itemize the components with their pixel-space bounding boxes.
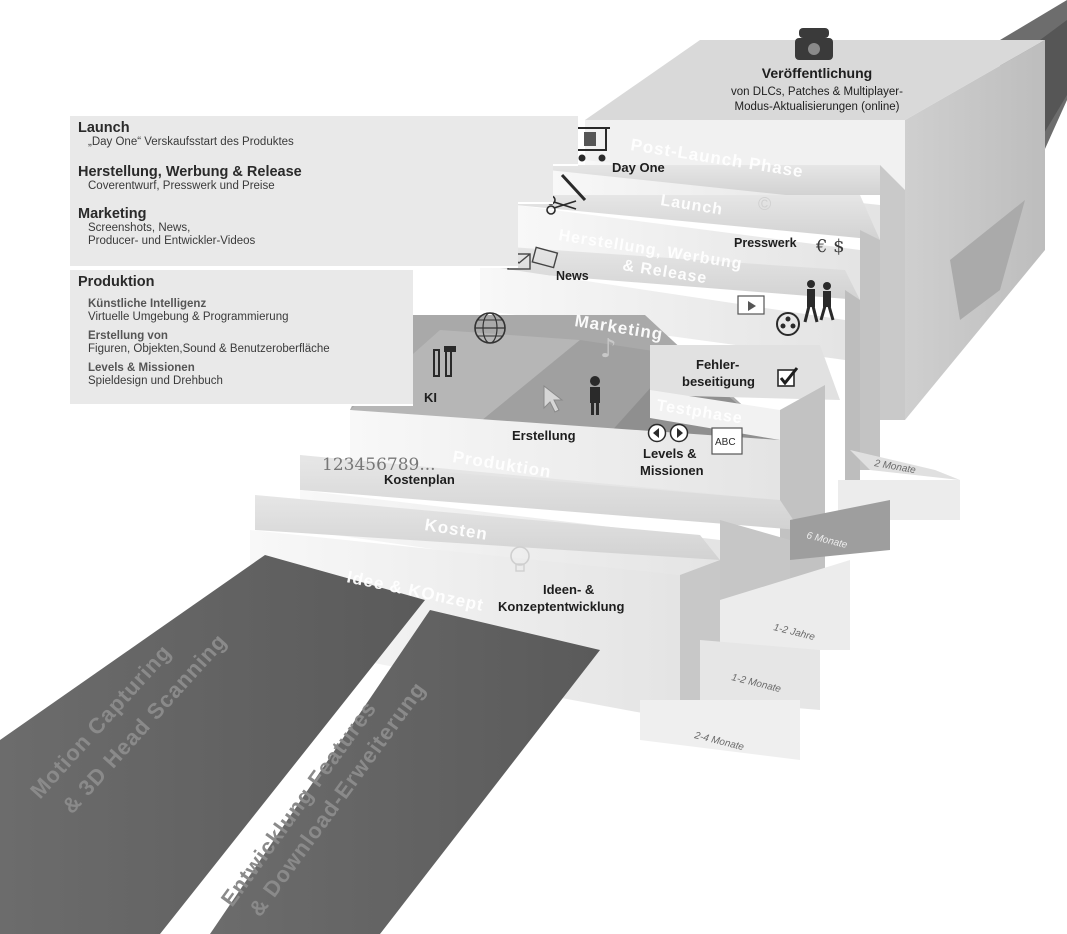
globe-icon — [474, 312, 506, 344]
step-label-testphase: Testphase — [655, 397, 744, 427]
label-fehler-2: beseitigung — [682, 374, 755, 389]
duration-2-monate: 2 Monate — [872, 458, 916, 476]
belt-right-line2: & Download-Erweiterung — [244, 677, 431, 921]
legend-launch-desc: „Day One“ Verskaufsstart des Produktes — [88, 136, 294, 148]
duration-6-monate: 6 Monate — [805, 530, 849, 551]
scissors-icon — [546, 195, 577, 215]
legend-marketing-desc2: Producer- und Entwickler-Videos — [88, 235, 256, 247]
step-label-kosten: Kosten — [423, 515, 489, 544]
duration-tile-6m — [790, 500, 890, 560]
checkbox-icon — [777, 367, 799, 387]
copyright-icon: © — [758, 194, 771, 214]
legend-herstellung-desc: Coverentwurf, Presswerk und Preise — [88, 180, 275, 192]
step-label-marketing: Marketing — [573, 311, 664, 344]
label-levels-1: Levels & — [643, 446, 696, 461]
label-presswerk: Presswerk — [734, 236, 797, 250]
legend-herstellung-title: Herstellung, Werbung & Release — [78, 164, 302, 180]
telephone-icon — [795, 28, 833, 60]
label-kostenplan: Kostenplan — [384, 472, 455, 487]
image-frame-icon — [737, 295, 765, 315]
label-ideen-2: Konzeptentwicklung — [498, 599, 624, 614]
legend-levels-desc: Spieldesign und Drehbuch — [88, 375, 223, 387]
legend-produktion-title: Produktion — [78, 274, 155, 290]
tools-icon — [433, 346, 456, 377]
abc-card-icon: ABC — [711, 427, 743, 455]
step-label-launch: Launch — [659, 192, 724, 219]
arrow-buttons-icon — [647, 423, 689, 443]
music-note-icon: ♪ — [600, 334, 617, 364]
legend-levels-title: Levels & Missionen — [88, 362, 195, 374]
film-reel-icon — [776, 312, 800, 336]
label-ideen-1: Ideen- & — [543, 582, 594, 597]
legend-launch: Launch „Day One“ Verskaufsstart des Prod… — [70, 116, 578, 166]
pen-icon — [560, 173, 587, 202]
top-title: Veröffentlichung — [762, 65, 872, 81]
belt-right-line1: Entwicklung Features — [216, 696, 382, 911]
top-platform — [585, 40, 1045, 120]
legend-herstellung: Herstellung, Werbung & Release Coverentw… — [70, 160, 553, 204]
duration-2-4-monate: 2-4 Monate — [692, 730, 745, 753]
numbers-icon: 123456789... — [322, 455, 436, 475]
legend-erstellung-desc: Figuren, Objekten,Sound & Benutzeroberfl… — [88, 343, 330, 355]
svg-text:♪: ♪ — [600, 334, 617, 364]
label-fehler-1: Fehler- — [696, 357, 739, 372]
legend-ki-title: Künstliche Intelligenz — [88, 298, 207, 310]
arrow-icon — [950, 200, 1025, 320]
legend-marketing-title: Marketing — [78, 206, 147, 222]
cursor-icon — [543, 384, 564, 413]
top-line2: Modus-Aktualisierungen (online) — [735, 101, 900, 113]
duration-1-2-monate: 1-2 Monate — [730, 672, 782, 695]
right-side-block — [905, 40, 1045, 420]
step-label-produktion: Produktion — [451, 447, 552, 481]
abc-text: ABC — [715, 437, 736, 448]
person-icon — [590, 376, 600, 415]
belt-features — [210, 610, 600, 934]
step-label-idee: Idee & KOnzept — [345, 567, 486, 615]
label-ki: KI — [424, 390, 437, 405]
label-day-one: Day One — [612, 160, 665, 175]
walking-people-icon — [803, 280, 835, 323]
label-news: News — [556, 269, 589, 283]
top-line1: von DLCs, Patches & Multiplayer- — [731, 86, 903, 98]
lightbulb-icon — [510, 546, 530, 572]
label-levels-2: Missionen — [640, 463, 704, 478]
legend-launch-title: Launch — [78, 120, 130, 136]
belt-motion-capturing — [0, 555, 425, 934]
label-erstellung: Erstellung — [512, 428, 576, 443]
legend-erstellung-title: Erstellung von — [88, 330, 168, 342]
legend-marketing-desc1: Screenshots, News, — [88, 222, 191, 234]
duration-1-2-jahre: 1-2 Jahre — [772, 622, 816, 643]
legend-ki-desc: Virtuelle Umgebung & Programmierung — [88, 311, 289, 323]
currency-icon: € $ — [815, 236, 845, 257]
legend-marketing: Marketing Screenshots, News, Producer- u… — [70, 202, 518, 268]
legend-produktion: Produktion Künstliche Intelligenz Virtue… — [70, 270, 413, 406]
